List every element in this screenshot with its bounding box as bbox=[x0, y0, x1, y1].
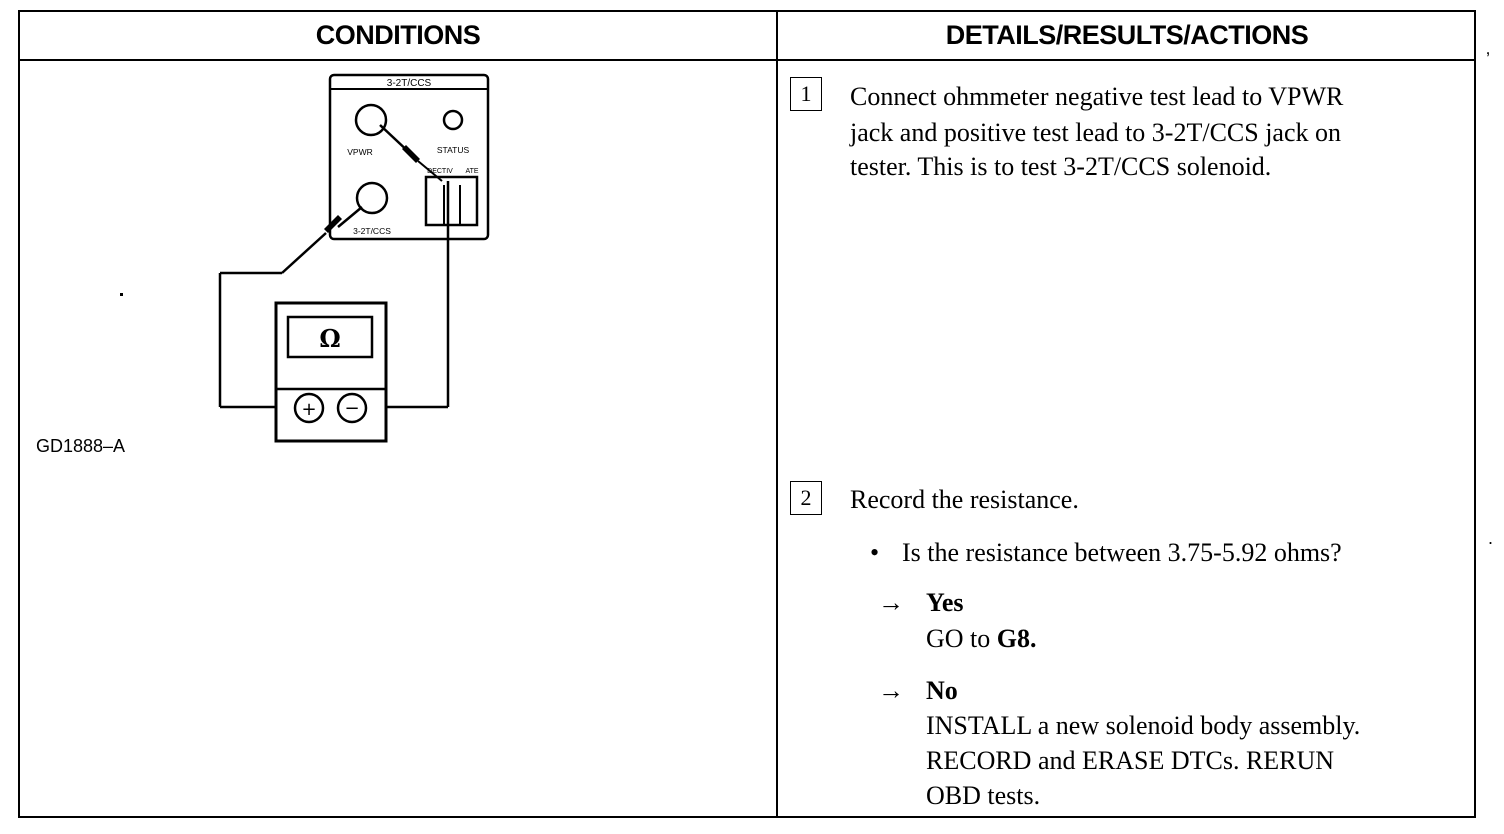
status-label: STATUS bbox=[437, 145, 470, 155]
no-action-line-2: RECORD and ERASE DTCs. RERUN bbox=[926, 746, 1335, 775]
step-1-line-3: tester. This is to test 3-2T/CCS solenoi… bbox=[850, 152, 1272, 181]
yes-target: G8. bbox=[996, 624, 1037, 653]
ohm-symbol: Ω bbox=[319, 324, 340, 353]
no-action-line-3: OBD tests. bbox=[926, 781, 1041, 810]
question-bullet: • bbox=[870, 538, 880, 567]
panel-label: 3-2T/CCS bbox=[387, 78, 432, 89]
no-label: No bbox=[926, 676, 958, 705]
yes-label: Yes bbox=[926, 588, 964, 617]
step-1-line-2: jack and positive test lead to 3-2T/CCS … bbox=[850, 118, 1342, 147]
vpwr-label: VPWR bbox=[347, 147, 373, 157]
ccs-jack-label: 3-2T/CCS bbox=[353, 226, 391, 236]
dectiv-label: DECTIV bbox=[427, 168, 453, 175]
step-1-number: 1 bbox=[790, 77, 822, 111]
edge-mark-top: ‚ bbox=[1486, 38, 1490, 58]
details-header: DETAILS/RESULTS/ACTIONS bbox=[945, 20, 1309, 50]
conditions-header: CONDITIONS bbox=[315, 20, 481, 50]
step-1-line-1: Connect ohmmeter negative test lead to V… bbox=[850, 82, 1344, 111]
minus-terminal bbox=[336, 392, 368, 424]
vpwr-jack bbox=[354, 103, 388, 137]
edge-mark-middle: . bbox=[1488, 528, 1494, 548]
step-2-text: Record the resistance. bbox=[850, 485, 1079, 514]
diagnostic-table: CONDITIONS DETAILS/RESULTS/ACTIONS 3-2T/… bbox=[18, 10, 1476, 818]
ohmmeter-display bbox=[286, 315, 374, 359]
ate-label: ATE bbox=[465, 168, 478, 175]
tester-diagram: 3-2T/CCS VPWR STATUS DECTIV ATE 3-2T/CCS bbox=[218, 73, 490, 443]
column-divider bbox=[776, 12, 778, 816]
connector-socket bbox=[424, 175, 479, 227]
negative-probe bbox=[402, 145, 420, 163]
question-text: Is the resistance between 3.75-5.92 ohms… bbox=[902, 538, 1342, 567]
status-jack bbox=[442, 109, 464, 131]
no-arrow: → bbox=[878, 676, 904, 705]
stray-dot bbox=[120, 293, 123, 296]
header-divider bbox=[20, 59, 1474, 61]
svg-text:−: − bbox=[344, 398, 359, 419]
yes-action: GO to G8. bbox=[926, 624, 1037, 653]
svg-text:+: + bbox=[301, 399, 316, 420]
figure-id: GD1888–A bbox=[36, 436, 126, 456]
plus-terminal bbox=[293, 392, 325, 424]
yes-arrow: → bbox=[878, 588, 904, 617]
positive-probe bbox=[324, 215, 342, 233]
no-action-line-1: INSTALL a new solenoid body assembly. bbox=[926, 711, 1361, 740]
ccs-jack bbox=[355, 181, 389, 215]
step-2-number: 2 bbox=[790, 481, 822, 515]
